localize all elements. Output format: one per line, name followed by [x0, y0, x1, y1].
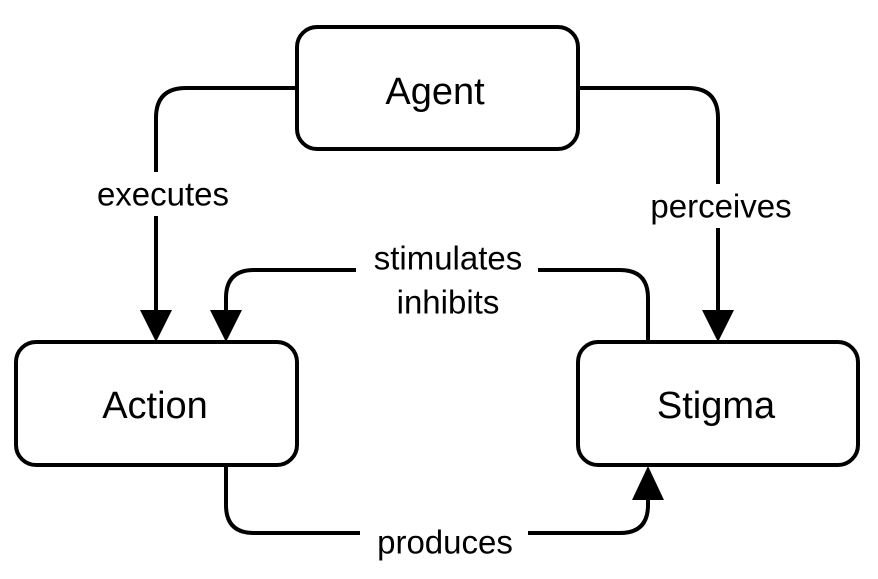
node-agent-label: Agent: [385, 71, 485, 113]
label-perceives: perceives: [634, 184, 810, 228]
node-stigma: Stigma: [576, 340, 860, 467]
edge-executes-arrowhead: [140, 310, 172, 342]
node-action-label: Action: [102, 385, 208, 427]
label-stimulates-text: stimulates: [374, 240, 523, 277]
edge-perceives-arrowhead: [702, 310, 734, 342]
label-produces-text: produces: [377, 524, 513, 561]
label-inhibits: inhibits: [397, 284, 500, 321]
label-stimulates: stimulates: [356, 238, 538, 280]
edge-perceives-line: [578, 86, 720, 314]
node-agent: Agent: [295, 25, 580, 151]
edge-stimulates-inhibits-arrowhead: [210, 310, 242, 342]
label-executes: executes: [84, 172, 244, 216]
node-stigma-label: Stigma: [657, 385, 776, 427]
label-produces: produces: [360, 520, 528, 564]
label-executes-text: executes: [97, 176, 229, 213]
label-inhibits-text: inhibits: [397, 284, 500, 321]
edge-produces-arrowhead: [632, 466, 664, 500]
node-action: Action: [14, 340, 299, 467]
node-agent-box: [295, 25, 580, 151]
node-action-box: [14, 340, 299, 467]
edge-executes-line: [154, 86, 297, 314]
edge-executes: [140, 86, 297, 342]
label-perceives-text: perceives: [650, 188, 791, 225]
node-stigma-box: [576, 340, 860, 467]
edge-perceives: [578, 86, 734, 342]
